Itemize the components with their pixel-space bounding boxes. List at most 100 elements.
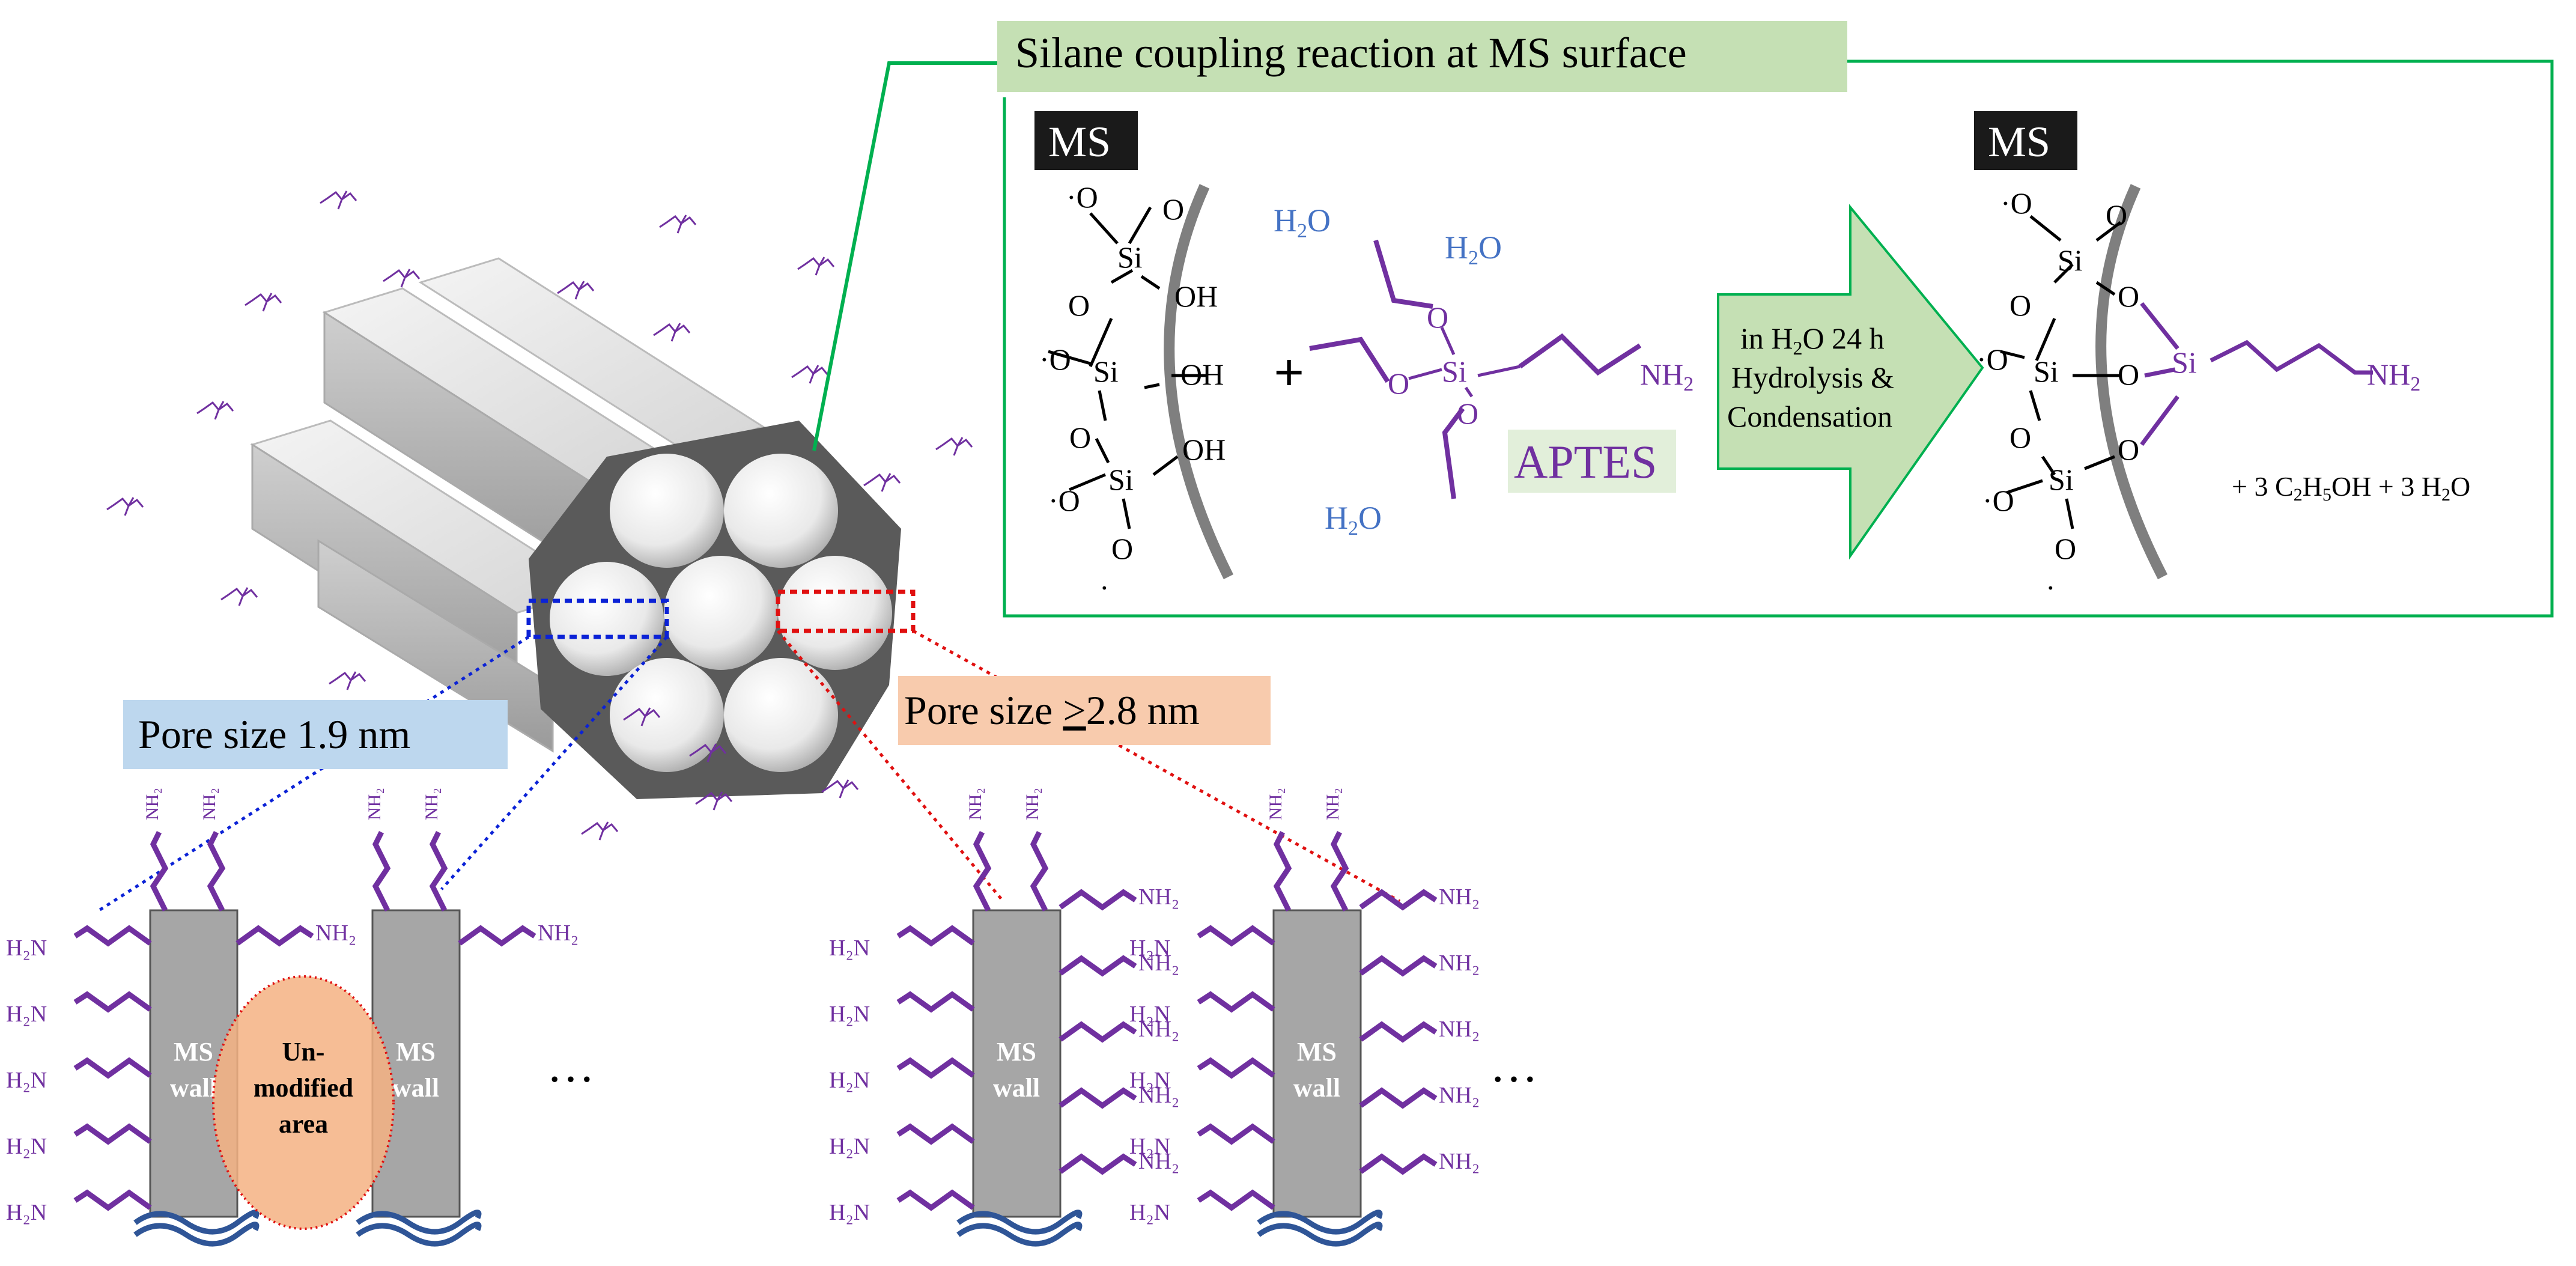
nh2-label: NH₂ (199, 788, 219, 820)
silica-surface-curve (1164, 184, 1234, 580)
aptes-label: APTES (1514, 436, 1657, 488)
amine-chain (150, 830, 169, 912)
wave-break (956, 1222, 1083, 1247)
amine-chain (1059, 1021, 1137, 1043)
ms-wall-label: MS (997, 1037, 1036, 1067)
amine-chain (1359, 1087, 1438, 1109)
grafted-si: Si (2172, 345, 2197, 379)
svg-text:·O: ·O (1039, 342, 1071, 376)
ms-tag-left (1034, 111, 1138, 170)
nh2-label: H₂N (6, 1134, 47, 1159)
svg-text:O: O (1427, 300, 1448, 334)
amine-chain (1359, 955, 1438, 977)
pore (664, 556, 778, 670)
amine-chain (1359, 889, 1438, 911)
ellipsis-right: … (1490, 1039, 1538, 1092)
mesoporous-silica-particle (250, 257, 916, 799)
svg-text:O: O (1069, 421, 1091, 454)
svg-text:Si: Si (2049, 463, 2074, 496)
amine-chain (372, 830, 391, 912)
unmodified-area (212, 975, 395, 1230)
grafted-nh2: NH2 (2367, 358, 2420, 395)
reaction-arrow (1717, 204, 1984, 560)
nh2-label: NH₂ (315, 921, 356, 946)
ellipsis-left: … (547, 1039, 595, 1092)
pore (724, 454, 838, 568)
amine-chain (1059, 955, 1137, 977)
ms-wall (972, 909, 1062, 1218)
reaction-frame (1003, 59, 2554, 618)
unmodified-label-line1: Un- (282, 1037, 325, 1067)
nh2-label: NH₂ (1439, 951, 1480, 976)
amine-chain (1359, 1021, 1438, 1043)
nh2-label: NH₂ (365, 788, 384, 820)
grafted-aptes (2140, 302, 2373, 446)
small-pore-connector (98, 635, 530, 912)
amine-chain (1059, 1087, 1137, 1109)
amine-chain (73, 925, 152, 947)
nh2-label: H₂N (6, 1200, 47, 1225)
svg-text:O: O (2009, 288, 2031, 322)
pore-small-label-box (123, 700, 508, 769)
amine-chain (73, 1123, 152, 1145)
amine-chain (1030, 830, 1049, 912)
nh2-label: NH₂ (1138, 1083, 1179, 1108)
aptes-atoms: O O Si O NH2 (1388, 300, 1694, 430)
rod-top-face (418, 257, 765, 452)
amine-chain (458, 925, 536, 947)
amine-chain (73, 1057, 152, 1079)
amine-chain (896, 1123, 975, 1145)
ms-wall (1272, 909, 1362, 1218)
title-box (997, 21, 1847, 92)
ms-wall-label: MS (174, 1037, 213, 1067)
amine-chain (1359, 1153, 1438, 1175)
svg-text:OH: OH (1180, 358, 1224, 391)
wave-break (956, 1210, 1083, 1235)
nh2-label: H₂N (829, 936, 870, 961)
water-label: H2O (1274, 202, 1331, 242)
nh2-label: H₂N (1129, 1200, 1170, 1225)
svg-text:OH: OH (1182, 433, 1226, 466)
wave-break (1257, 1210, 1383, 1235)
nh2-label: NH₂ (1439, 1017, 1480, 1042)
amine-chain (896, 991, 975, 1013)
nh2-label: H₂N (6, 1068, 47, 1093)
nh2-label: H₂N (1129, 1068, 1170, 1093)
nh2-label: H₂N (1129, 936, 1170, 961)
grafted-surface-bonds (2000, 215, 2122, 529)
nh2-label: NH₂ (422, 788, 442, 820)
svg-text:Si: Si (2034, 355, 2059, 388)
nh2-label: H₂N (6, 1002, 47, 1027)
nh2-label: NH₂ (1439, 1149, 1480, 1174)
nh2-label: H₂N (829, 1200, 870, 1225)
nh2-label: NH₂ (1439, 1083, 1480, 1108)
amine-chain (896, 1189, 975, 1211)
nh2-label: H₂N (829, 1002, 870, 1027)
ms-tag-right (1974, 111, 2077, 170)
small-pore-highlight (526, 598, 669, 639)
wave-break (133, 1210, 260, 1235)
nh2-label: NH₂ (1138, 1017, 1179, 1042)
amine-chain (1330, 830, 1349, 912)
reaction-condition-line1: in H2O 24 h (1740, 321, 1885, 359)
svg-text:Si: Si (1442, 355, 1467, 388)
ms-tag-right-text: MS (1988, 118, 2050, 166)
nh2-label: NH₂ (1138, 951, 1179, 976)
svg-text:O: O (2118, 279, 2139, 313)
svg-text:·O: ·O (1048, 484, 1080, 517)
wave-break (133, 1222, 260, 1247)
svg-text:·O: ·O (1982, 484, 2014, 517)
reaction-panel: Silane coupling reaction at MS surface M… (997, 21, 2554, 618)
silanol-surface (1048, 206, 1208, 529)
svg-text:O: O (2118, 433, 2139, 466)
svg-text:·O: ·O (1066, 180, 1098, 214)
unmodified-label-line3: area (279, 1109, 328, 1139)
svg-text:O: O (2106, 198, 2127, 232)
amine-chain (73, 991, 152, 1013)
svg-text:NH2: NH2 (1640, 358, 1694, 395)
pore-large-label: Pore size >2.8 nm (904, 687, 1200, 733)
svg-text:O: O (2118, 358, 2139, 391)
rod-side-face (317, 539, 554, 753)
